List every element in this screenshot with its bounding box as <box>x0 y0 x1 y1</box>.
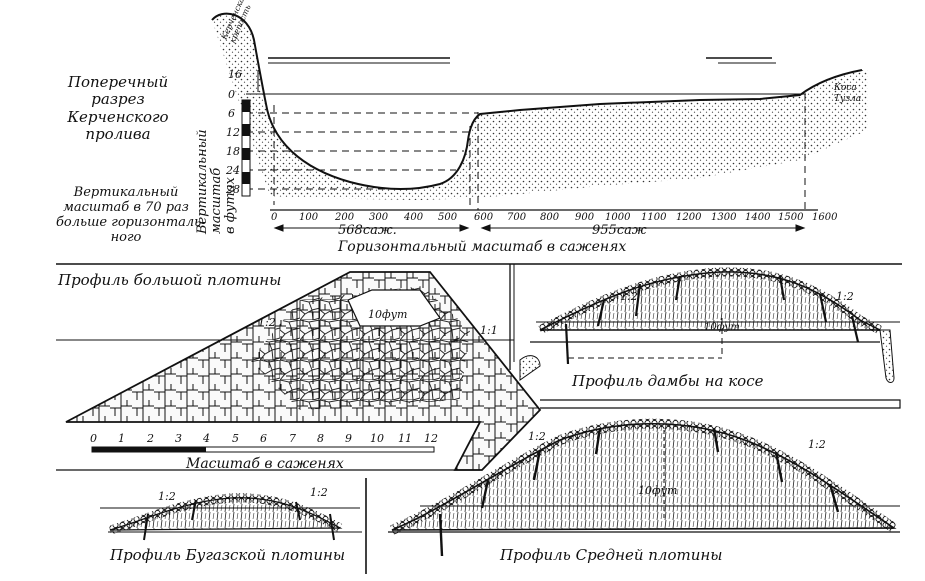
bugaz-dam-title: Профиль Бугазской плотины <box>109 546 345 564</box>
distance-tick: 900 <box>575 212 595 223</box>
distance-ticks: 0 100 200 300 400 500 600 700 800 900 10… <box>271 212 838 223</box>
distance-tick: 500 <box>438 212 458 223</box>
depth-tick: 18 <box>226 145 240 158</box>
scale-tick: 10 <box>370 432 384 445</box>
strait-cross-section: 16 0 6 12 18 24 28 0 100 200 300 400 500… <box>195 0 868 255</box>
big-dam-top-gap <box>347 289 441 327</box>
vertical-scale-label: Вертикальный масштаб в футах <box>195 125 238 235</box>
middle-dam-profile: 10фут 1:2 1:2 Профиль Средней плотины <box>388 418 900 564</box>
scale-tick: 7 <box>289 432 296 445</box>
scale-note: Вертикальный масштаб в 70 раз больше гор… <box>56 185 206 245</box>
spit-label: Коса Тузла <box>833 83 861 104</box>
water-level-lines <box>268 57 776 64</box>
distance-tick: 800 <box>540 212 560 223</box>
depth-tick: 6 <box>228 107 235 120</box>
scale-tick: 0 <box>90 432 97 445</box>
scale-tick: 8 <box>317 432 324 445</box>
depth-tick: 24 <box>225 164 240 177</box>
big-dam-height-label: 10фут <box>368 308 407 321</box>
distance-tick: 100 <box>299 212 319 223</box>
span-left-label: 568саж. <box>338 223 397 238</box>
scale-tick: 5 <box>232 432 239 445</box>
depth-dashed-lines <box>246 94 806 210</box>
distance-tick: 700 <box>507 212 527 223</box>
depth-tick: 12 <box>226 126 240 139</box>
distance-tick: 1400 <box>745 212 771 223</box>
bugaz-dam-piles <box>143 499 335 541</box>
distance-tick: 200 <box>334 212 355 223</box>
horizontal-scale-label: Горизонтальный масштаб в саженях <box>337 239 626 255</box>
distance-tick: 1600 <box>812 212 838 223</box>
depth-tick: 0 <box>228 88 235 101</box>
big-dam-slope-right: 1:1 <box>480 324 498 337</box>
spit-dam-profile: Профиль дамбы на косе 10фут 1:2 1:2 <box>513 264 901 409</box>
middle-dam-title: Профиль Средней плотины <box>499 546 722 564</box>
span-dimension-lines <box>273 224 806 232</box>
big-dam-scale-ruler <box>91 446 435 453</box>
spit-dam-height-label: 10фут <box>704 322 740 333</box>
spit-dam-slope-right: 1:2 <box>836 290 854 303</box>
distance-tick: 1100 <box>641 212 667 223</box>
spit-dam-title: Профиль дамбы на косе <box>571 372 764 390</box>
distance-tick: 0 <box>271 212 278 223</box>
big-dam-scale-ticks: 0 1 2 3 4 5 6 7 8 9 10 11 12 <box>90 432 438 445</box>
depth-tick: 16 <box>228 68 242 81</box>
bugaz-dam-profile: 1:2 1:2 Профиль Бугазской плотины <box>100 486 362 564</box>
middle-dam-height-label: 10фут <box>638 484 677 497</box>
depth-tick: 28 <box>225 183 240 196</box>
scale-tick: 6 <box>260 432 267 445</box>
depth-ticks: 16 0 6 12 18 24 28 <box>225 68 242 196</box>
strait-bottom-profile <box>212 13 868 201</box>
span-right-label: 955саж <box>592 223 647 238</box>
vertical-scale-bar <box>241 99 251 197</box>
middle-dam-slope-left: 1:2 <box>528 430 546 443</box>
distance-tick: 600 <box>474 212 494 223</box>
distance-tick: 400 <box>403 212 424 223</box>
big-dam-profile: 0 1 2 3 4 5 6 7 8 9 10 11 12 Масштаб в с… <box>56 264 542 472</box>
scale-tick: 1 <box>118 432 125 445</box>
bugaz-dam-slope-right: 1:2 <box>310 486 328 499</box>
bugaz-dam-slope-left: 1:2 <box>158 490 176 503</box>
spit-dam-slope-left: 1:2 <box>620 290 638 303</box>
distance-tick: 300 <box>369 212 389 223</box>
big-dam-title: Профиль большой плотины <box>58 271 282 289</box>
middle-dam-slope-right: 1:2 <box>808 438 826 451</box>
spit-dam-piles <box>564 275 860 365</box>
scale-tick: 2 <box>146 432 154 445</box>
section-title: Поперечный разрез Керченского пролива <box>67 73 169 143</box>
distance-tick: 1200 <box>676 212 702 223</box>
distance-tick: 1300 <box>711 212 737 223</box>
scale-tick: 9 <box>345 432 352 445</box>
scale-tick: 11 <box>398 432 412 445</box>
scale-tick: 4 <box>202 432 210 445</box>
distance-tick: 1500 <box>778 212 804 223</box>
scale-tick: 12 <box>424 432 438 445</box>
distance-tick: 1000 <box>605 212 631 223</box>
big-dam-scale-label: Масштаб в саженях <box>185 456 344 472</box>
scale-tick: 3 <box>175 432 182 445</box>
middle-dam-piles <box>438 427 840 557</box>
big-dam-slope-left: 1:2 <box>258 316 276 329</box>
